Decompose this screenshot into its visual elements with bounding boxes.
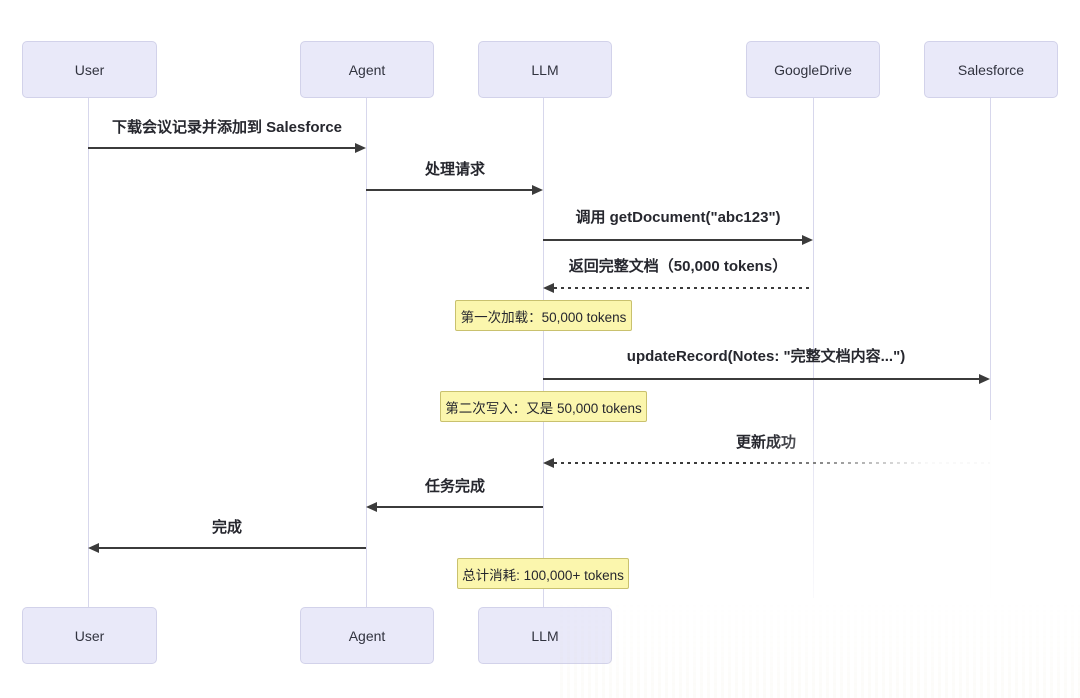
watermark-streaks: [560, 600, 1080, 698]
lifeline-llm: [543, 98, 544, 607]
participant-label: Agent: [348, 627, 386, 644]
participant-label: GoogleDrive: [774, 61, 852, 78]
arrowhead-left-icon: [366, 502, 377, 512]
message-arrow-dashed: [554, 287, 813, 289]
note: 总计消耗: 100,000+ tokens: [457, 558, 629, 589]
message-arrow: [88, 147, 356, 149]
participant-label: User: [74, 61, 105, 78]
arrowhead-left-icon: [543, 283, 554, 293]
message-arrow: [543, 239, 803, 241]
message-label: updateRecord(Notes: "完整文档内容..."): [626, 348, 906, 365]
participant-agent-bottom: Agent: [300, 607, 434, 664]
message-label: 返回完整文档（50,000 tokens）: [568, 258, 788, 275]
participant-googledrive-top: GoogleDrive: [746, 41, 880, 98]
participant-agent-top: Agent: [300, 41, 434, 98]
lifeline-googledrive: [813, 98, 814, 598]
message-arrow: [377, 506, 543, 508]
message-label: 任务完成: [424, 478, 486, 495]
participant-llm-top: LLM: [478, 41, 612, 98]
participant-label: LLM: [531, 627, 559, 644]
arrowhead-right-icon: [979, 374, 990, 384]
arrowhead-left-icon: [88, 543, 99, 553]
message-arrow-dashed: [554, 462, 990, 464]
arrowhead-left-icon: [543, 458, 554, 468]
lifeline-salesforce: [990, 98, 991, 598]
message-label: 更新成功: [735, 434, 797, 451]
message-arrow: [366, 189, 533, 191]
message-arrow: [543, 378, 980, 380]
participant-salesforce-top: Salesforce: [924, 41, 1058, 98]
participant-label: LLM: [531, 61, 559, 78]
lifeline-agent: [366, 98, 367, 607]
arrowhead-right-icon: [802, 235, 813, 245]
message-arrow: [99, 547, 366, 549]
participant-llm-bottom: LLM: [478, 607, 612, 664]
participant-user-top: User: [22, 41, 157, 98]
participant-user-bottom: User: [22, 607, 157, 664]
note: 第一次加载：50,000 tokens: [455, 300, 632, 331]
participant-label: Agent: [348, 61, 386, 78]
message-label: 调用 getDocument("abc123"): [575, 209, 781, 226]
message-label: 处理请求: [424, 161, 486, 178]
note: 第二次写入：又是 50,000 tokens: [440, 391, 647, 422]
participant-label: User: [74, 627, 105, 644]
arrowhead-right-icon: [355, 143, 366, 153]
message-label: 完成: [211, 519, 243, 536]
arrowhead-right-icon: [532, 185, 543, 195]
participant-label: Salesforce: [957, 61, 1025, 78]
message-label: 下载会议记录并添加到 Salesforce: [111, 119, 343, 136]
lifeline-user: [88, 98, 89, 607]
